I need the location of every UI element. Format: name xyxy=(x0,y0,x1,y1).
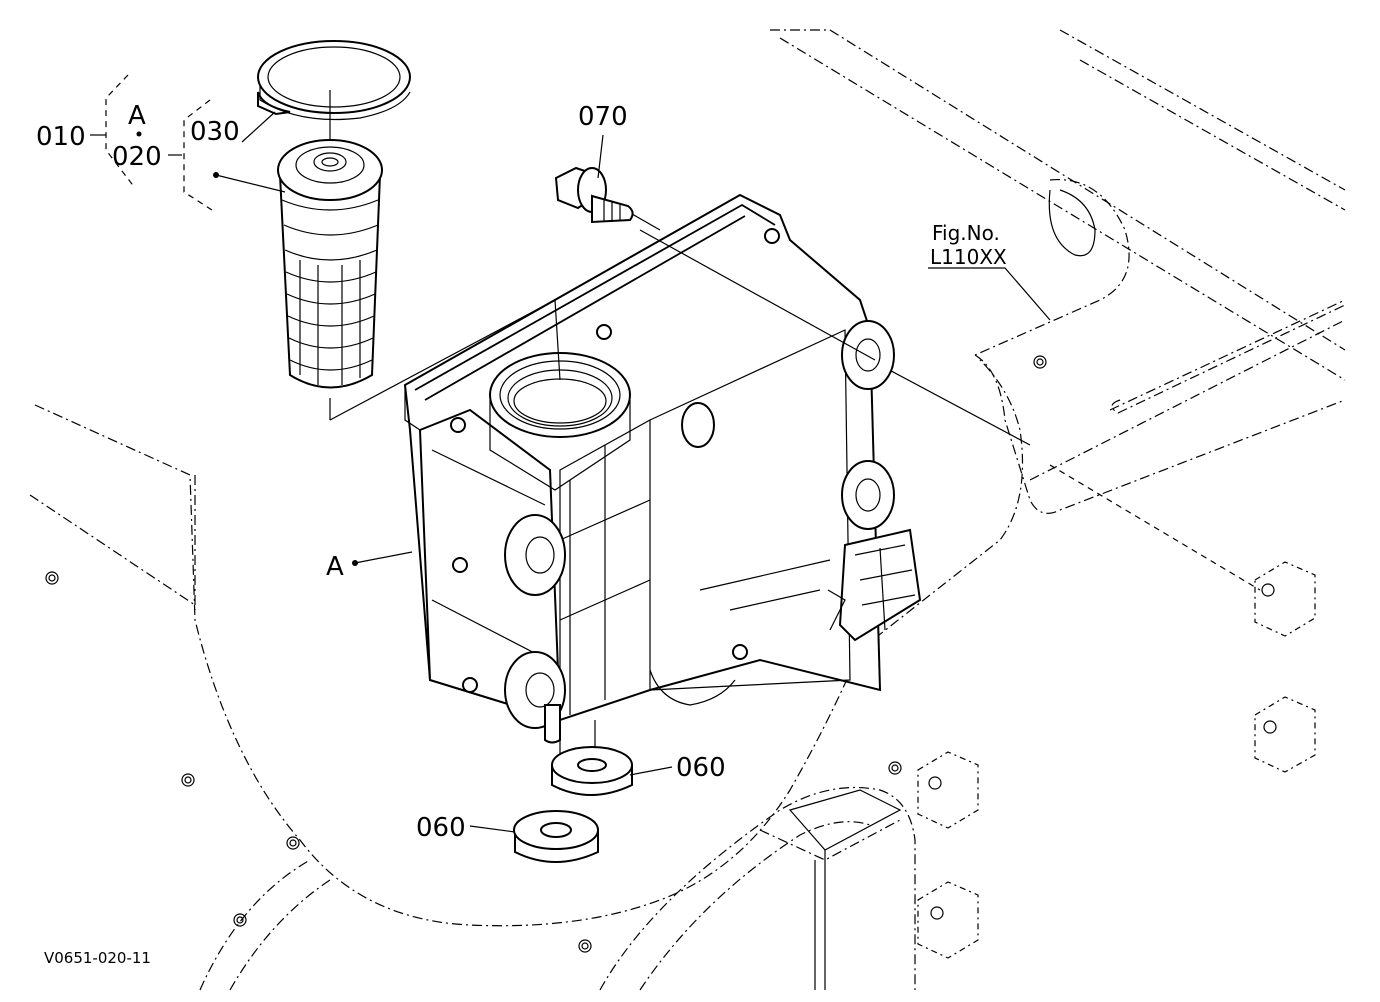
drawing-code: V0651-020-11 xyxy=(44,949,151,967)
strainer-cap-030 xyxy=(257,40,411,121)
part-label-030: 030 xyxy=(190,117,240,147)
background-frame xyxy=(29,29,1346,991)
strainer-element-020 xyxy=(277,90,383,389)
part-label-070: 070 xyxy=(578,102,628,132)
part-label-a-housing: A xyxy=(326,552,344,582)
fig-no-label: Fig.No. xyxy=(932,221,1000,245)
fig-code-label: L110XX xyxy=(930,245,1007,269)
part-label-060-lower: 060 xyxy=(416,813,466,843)
leader-lines xyxy=(90,74,1051,833)
fuel-tank-housing xyxy=(329,193,922,790)
bolt-070 xyxy=(554,166,661,231)
washer-060-lower xyxy=(513,810,599,863)
part-label-060-upper: 060 xyxy=(676,753,726,783)
part-label-020: 020 xyxy=(112,142,162,172)
part-label-a-group: A xyxy=(128,101,146,131)
part-label-010: 010 xyxy=(36,122,86,152)
washer-060-upper xyxy=(551,746,633,796)
